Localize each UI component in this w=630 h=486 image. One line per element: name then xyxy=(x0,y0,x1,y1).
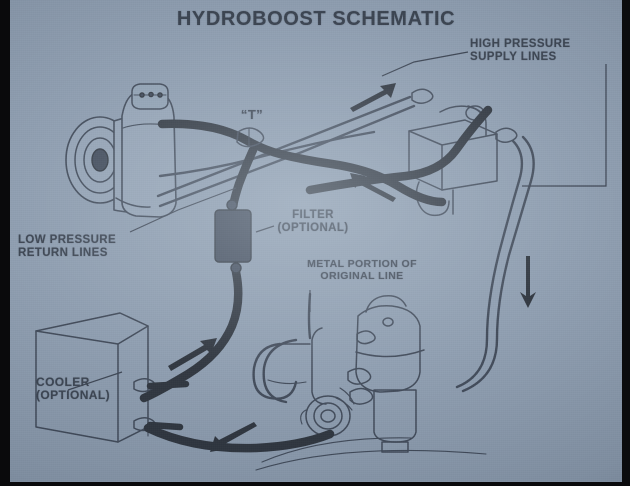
frame-edge-right xyxy=(622,0,630,486)
label-low-pressure: LOW PRESSURE RETURN LINES xyxy=(18,234,117,259)
arrow-return-right xyxy=(520,256,536,308)
label-cooler: COOLER (OPTIONAL) xyxy=(36,375,110,403)
label-tee-fitting: “T” xyxy=(240,107,264,122)
label-filter: FILTER (OPTIONAL) xyxy=(277,209,349,234)
arrow-supply-upper xyxy=(350,83,396,112)
frame-edge-left xyxy=(0,0,10,486)
filter-canister xyxy=(214,199,252,274)
power-steering-pump xyxy=(65,83,177,218)
page-title: HYDROBOOST SCHEMATIC xyxy=(176,8,456,30)
frame-edge-bottom xyxy=(0,482,630,486)
schematic-canvas: .ln { fill:none; stroke:#2a3240; stroke-… xyxy=(10,0,622,486)
label-high-pressure: HIGH PRESSURE SUPPLY LINES xyxy=(470,38,571,63)
label-metal-portion: METAL PORTION OF ORIGINAL LINE xyxy=(307,258,417,282)
